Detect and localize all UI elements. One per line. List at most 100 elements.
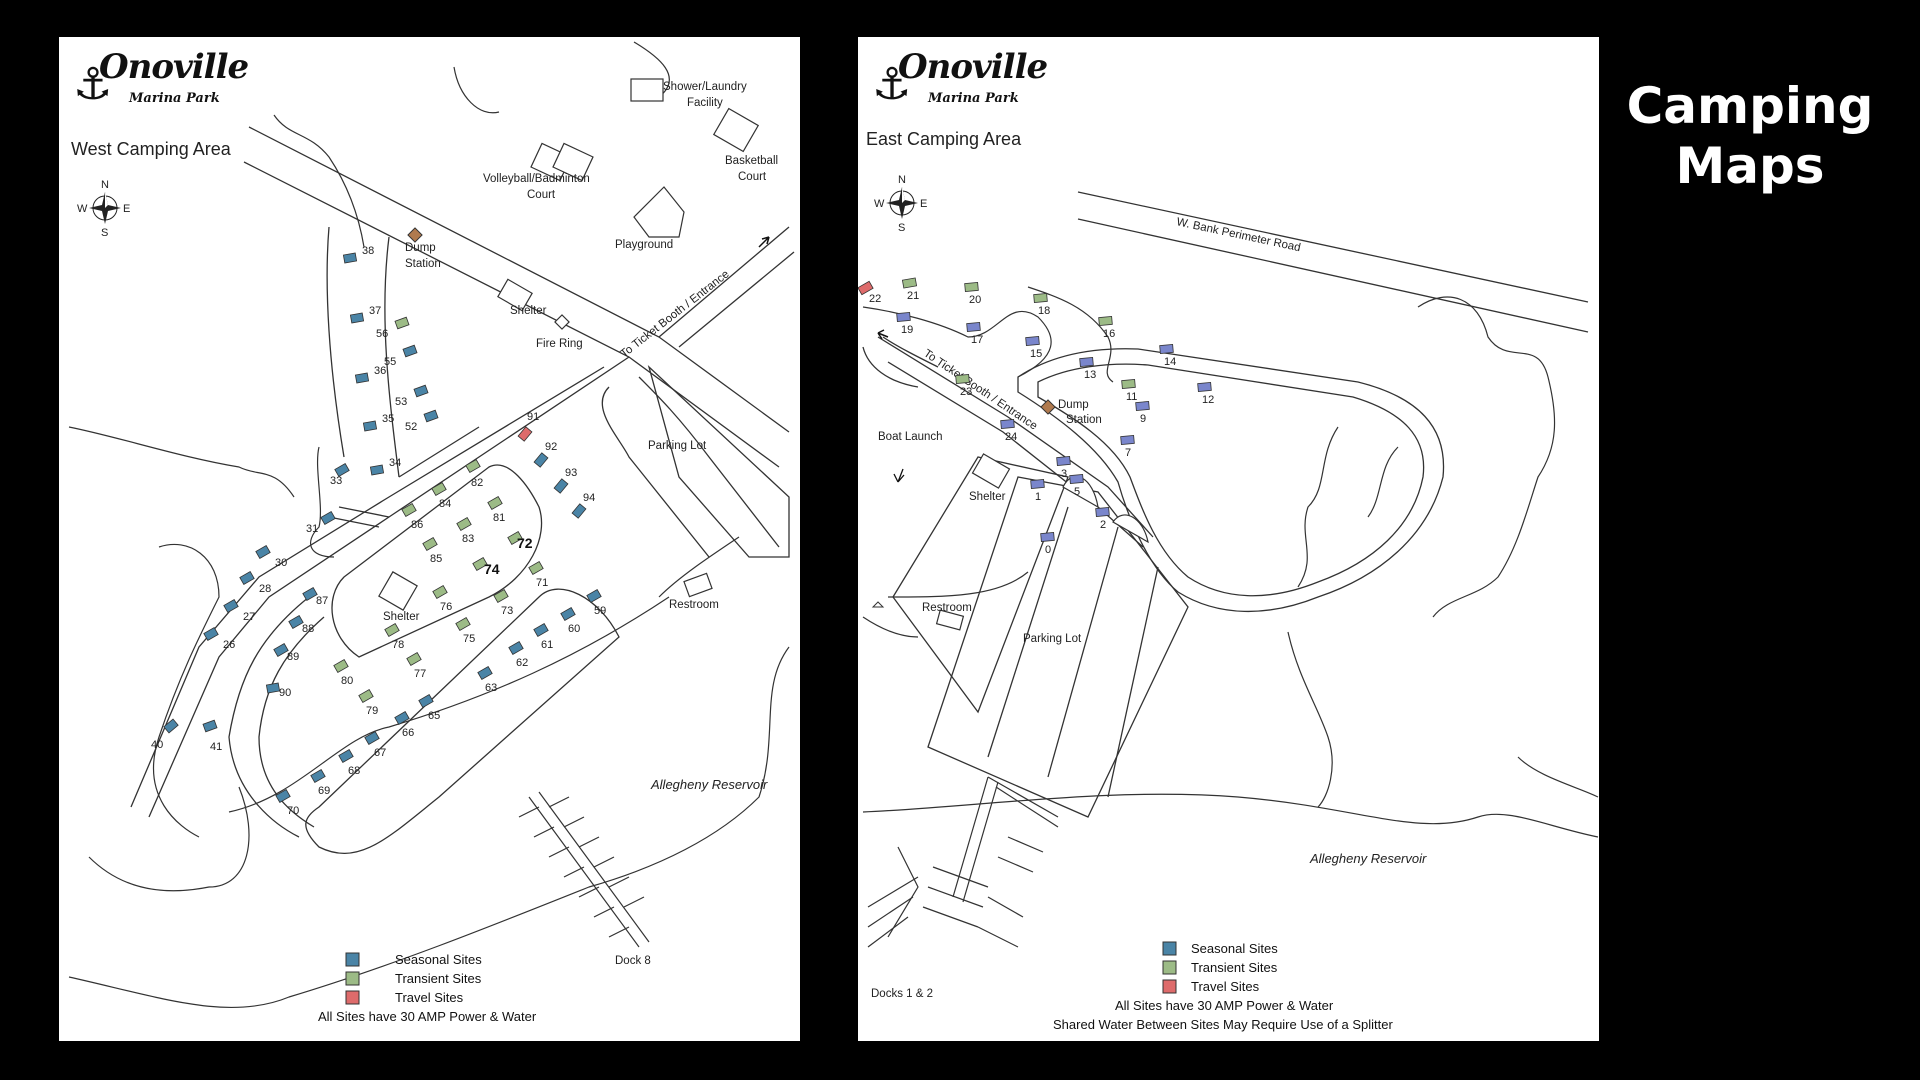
parking-lot [927,476,1189,818]
campsite-41 [202,719,218,733]
campsite-40-label: 40 [151,739,163,751]
campsite-68-label: 68 [348,765,360,777]
campsite-86-label: 86 [411,519,423,531]
campsite-70 [275,788,291,804]
compass-e: E [123,203,130,215]
legend-seasonal-label: Seasonal Sites [1191,941,1278,956]
campsite-7 [1120,435,1135,445]
legend-travel-label: Travel Sites [395,990,464,1005]
campsite-16-label: 16 [1103,328,1115,340]
campsite-1 [1030,479,1045,489]
label-ticket-booth: To Ticket Booth / Entrance [618,268,731,360]
road [678,251,795,348]
legend-seasonal-swatch [1162,941,1177,956]
campsite-14-label: 14 [1164,356,1176,368]
campsite-20 [964,282,979,292]
campsite-36 [354,372,370,384]
shoreline [862,793,1599,838]
page-title: Camping Maps [1600,76,1900,196]
legend-transient-label: Transient Sites [395,971,482,986]
west-camping-map: N S E W Shower/Laundry Facility Volleyba… [59,37,800,1041]
label-basketball-court: Court [738,171,767,183]
campsite-5 [1069,474,1084,484]
shelter-building [497,278,533,312]
campsite-93-label: 93 [565,467,577,479]
anchor-icon: ⚓ [872,60,912,109]
dump-station-marker [1040,399,1056,415]
campsite-14 [1159,344,1174,354]
campsite-59 [586,588,602,604]
shoreline [658,536,740,598]
campsite-56-label: 56 [376,328,388,340]
campsite-3-label: 3 [1061,468,1067,480]
road [130,366,605,808]
campsite-87-label: 87 [316,595,328,607]
campsite-65 [418,693,434,709]
campsite-7-label: 7 [1125,447,1131,459]
label-volleyball: Volleyball/Badminton [483,173,590,185]
campsite-85-label: 85 [430,553,442,565]
compass-n: N [101,179,109,191]
campsite-36-label: 36 [374,365,386,377]
label-shelter-2: Shelter [383,611,420,623]
campsite-20-label: 20 [969,294,981,306]
shoreline [1287,631,1333,808]
label-court: Court [527,189,556,201]
onoville-logo: ⚓ Onoville Marina Park [73,47,249,137]
page-title-line-2: Maps [1675,137,1825,195]
campsite-62-label: 62 [516,657,528,669]
campsite-68 [338,748,354,764]
campsite-13 [1079,357,1094,367]
label-reservoir: Allegheny Reservoir [1309,851,1427,866]
road [326,226,345,458]
campsite-76-label: 76 [440,601,452,613]
campsite-89 [273,642,289,658]
campsite-33 [334,462,350,478]
shoreline [1027,286,1114,383]
boat-launch-arrow-icon [893,468,905,483]
shoreline [862,306,1052,378]
perimeter-road [1077,218,1589,333]
campsite-21 [901,277,918,289]
campsite-90-label: 90 [279,687,291,699]
shoreline [153,543,220,838]
boat-launch-road [882,336,939,368]
campsite-72-label: 72 [517,535,533,551]
shelter-building [378,571,418,611]
label-facility: Facility [687,97,723,109]
campsite-loop [305,588,620,854]
campsite-59-label: 59 [594,605,606,617]
campsite-72 [507,530,523,546]
campsite-84-label: 84 [439,498,451,510]
campsite-88 [288,614,304,630]
campsite-15-label: 15 [1030,348,1042,360]
campsite-71-label: 71 [536,577,548,589]
campsite-38 [342,252,358,264]
campsite-24-label: 24 [1005,431,1017,443]
label-dock-8: Dock 8 [615,955,651,967]
campsite-80-label: 80 [341,675,353,687]
campsite-88-label: 88 [302,623,314,635]
compass-s: S [898,222,905,234]
campsite-13-label: 13 [1084,369,1096,381]
shoreline [1417,296,1556,618]
shower-building [630,78,664,102]
campsite-34-label: 34 [389,457,401,469]
campsite-34 [369,464,385,476]
road [228,596,310,838]
compass-e: E [920,198,927,210]
campsite-loop [331,464,543,658]
road [658,226,790,338]
campsite-17-label: 17 [971,334,983,346]
parking-row [987,506,1069,758]
campsite-52 [423,409,439,423]
campsite-37 [349,312,365,324]
campsite-60 [560,606,576,622]
campsite-11-label: 11 [1126,391,1137,403]
label-basketball: Basketball [725,155,778,167]
campsite-75-label: 75 [463,633,475,645]
campsite-91-label: 91 [527,411,539,423]
parking-row [1107,566,1159,798]
compass-w: W [874,198,885,210]
